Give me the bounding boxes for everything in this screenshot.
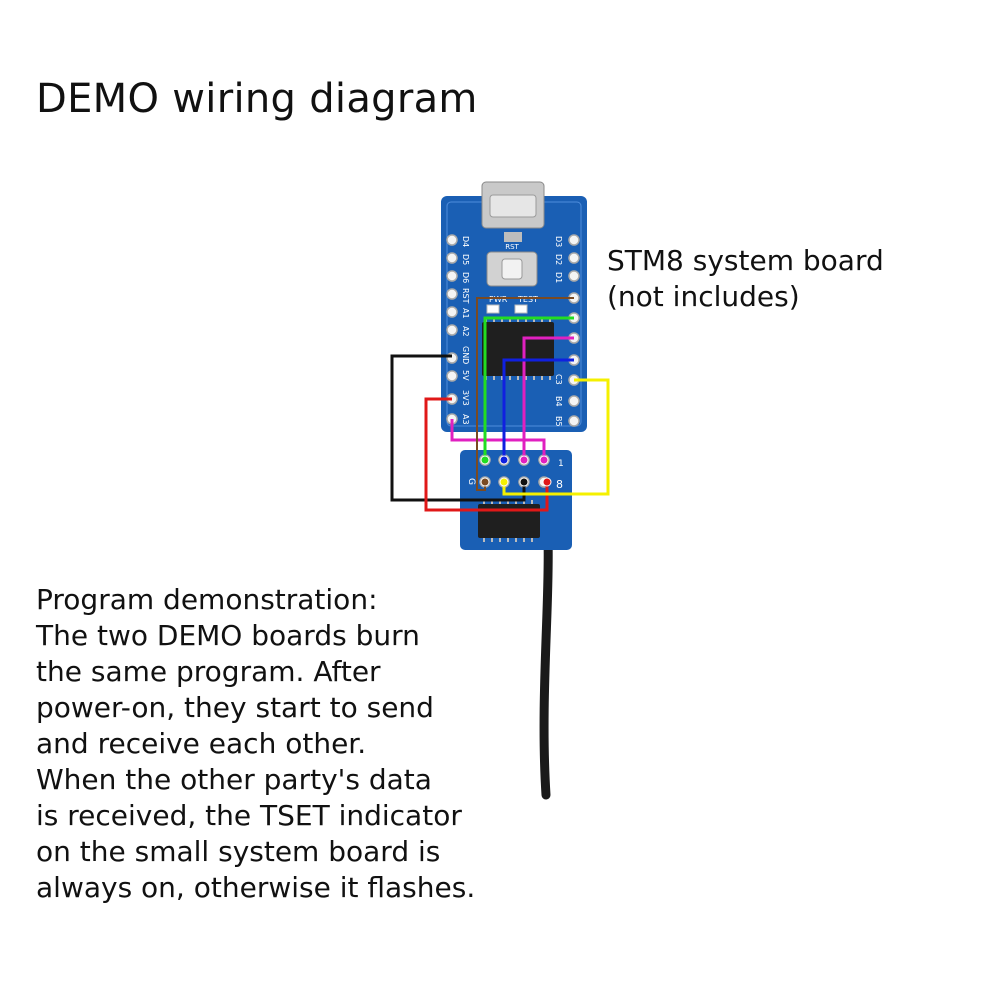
wire-red-3v3: [424, 397, 549, 512]
page-title: DEMO wiring diagram: [36, 76, 478, 122]
pin-label-right: D2: [554, 254, 563, 265]
rf-chip: [478, 504, 540, 538]
program-line: When the other party's data: [36, 763, 432, 796]
pin-label-right: B4: [554, 396, 563, 407]
pin-label-left: D6: [461, 272, 470, 283]
board-caption: STM8 system board (not includes): [607, 243, 884, 315]
pin-label-right: D1: [554, 272, 563, 283]
board-caption-line1: STM8 system board: [607, 244, 884, 277]
pin-label-left: 5V: [461, 370, 470, 381]
program-line: the same program. After: [36, 655, 381, 688]
program-line: power-on, they start to send: [36, 691, 434, 724]
pin-label-right: C3: [554, 374, 563, 385]
pin-label-left: A1: [461, 308, 470, 319]
wire-yellow: [502, 378, 610, 496]
program-line: The two DEMO boards burn: [36, 619, 420, 652]
program-demonstration-text: Program demonstration: The two DEMO boar…: [36, 582, 475, 906]
stm8-system-board: RST PWR TEST: [441, 181, 587, 432]
pin-label-left: D5: [461, 254, 470, 265]
pin-label-left: D4: [461, 236, 470, 247]
pin-label-left: A3: [461, 414, 470, 425]
module-pin-top-label: 1: [558, 459, 564, 469]
silk-test: TEST: [517, 295, 538, 304]
antenna-wire: [539, 535, 553, 800]
wire-brown: [476, 297, 574, 491]
wire-end-dots: [480, 455, 552, 487]
silk-pwr: PWR: [489, 295, 508, 304]
pin-label-right: D3: [554, 236, 563, 247]
mcu-chip: [482, 322, 554, 376]
program-line: on the small system board is: [36, 835, 441, 868]
board-caption-line2: (not includes): [607, 280, 800, 313]
wire-blue: [502, 358, 574, 460]
wire-magenta-upper: [522, 336, 574, 460]
wire-magenta-a3: [450, 419, 546, 460]
pin-label-left: A2: [461, 326, 470, 337]
pin-label-left: RST: [461, 288, 470, 304]
pwr-led: [486, 304, 500, 314]
program-line: is received, the TSET indicator: [36, 799, 462, 832]
pin-label-left: 3V3: [461, 390, 470, 406]
program-line: Program demonstration:: [36, 583, 378, 616]
program-line: and receive each other.: [36, 727, 367, 760]
program-line: always on, otherwise it flashes.: [36, 871, 476, 904]
module-pin-last-label: 8: [556, 478, 563, 491]
wire-green: [483, 316, 574, 460]
test-led: [514, 304, 528, 314]
pin-label-right: B5: [554, 416, 563, 427]
module-pin-first-label: G: [466, 478, 476, 485]
button-silk: RST: [505, 243, 519, 251]
left-pin-header: [446, 234, 458, 425]
pin-label-left: GND: [461, 346, 470, 364]
